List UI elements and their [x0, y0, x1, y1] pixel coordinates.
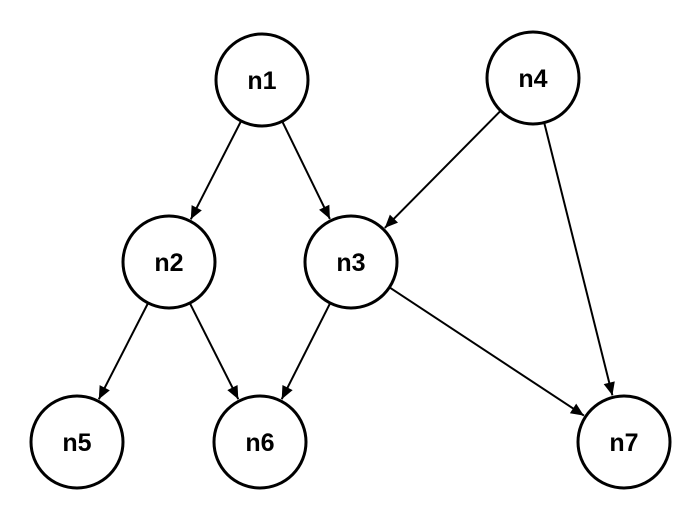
- node-label-n6: n6: [245, 429, 274, 457]
- node-label-n4: n4: [518, 65, 547, 93]
- edge-n3-n7: [388, 286, 585, 417]
- node-n5: n5: [29, 394, 125, 490]
- edge-n4-n3: [384, 109, 502, 229]
- node-circle-n4: [485, 30, 581, 126]
- node-circle-n6: [212, 394, 308, 490]
- edge-n3-n6: [280, 302, 332, 400]
- node-circle-n7: [576, 394, 672, 490]
- node-n3: n3: [303, 214, 399, 310]
- node-circle-n3: [303, 214, 399, 310]
- node-label-n5: n5: [62, 429, 91, 457]
- node-label-n3: n3: [336, 249, 365, 277]
- edge-n1-n3: [281, 120, 331, 220]
- node-circle-n2: [121, 214, 217, 310]
- node-n2: n2: [121, 214, 217, 310]
- nodes-layer: n1 n2 n3 n4 n5 n6 n7: [29, 30, 672, 490]
- node-n4: n4: [485, 30, 581, 126]
- edge-n2-n6: [188, 302, 240, 400]
- node-n7: n7: [576, 394, 672, 490]
- node-circle-n5: [29, 394, 125, 490]
- node-n1: n1: [214, 32, 310, 128]
- node-label-n1: n1: [247, 67, 276, 95]
- node-label-n2: n2: [154, 249, 183, 277]
- edge-n1-n2: [189, 120, 242, 220]
- edge-n2-n5: [97, 302, 149, 400]
- node-n6: n6: [212, 394, 308, 490]
- edge-n4-n7: [543, 122, 615, 396]
- node-label-n7: n7: [609, 429, 638, 457]
- node-circle-n1: [214, 32, 310, 128]
- edges-layer: [97, 109, 615, 417]
